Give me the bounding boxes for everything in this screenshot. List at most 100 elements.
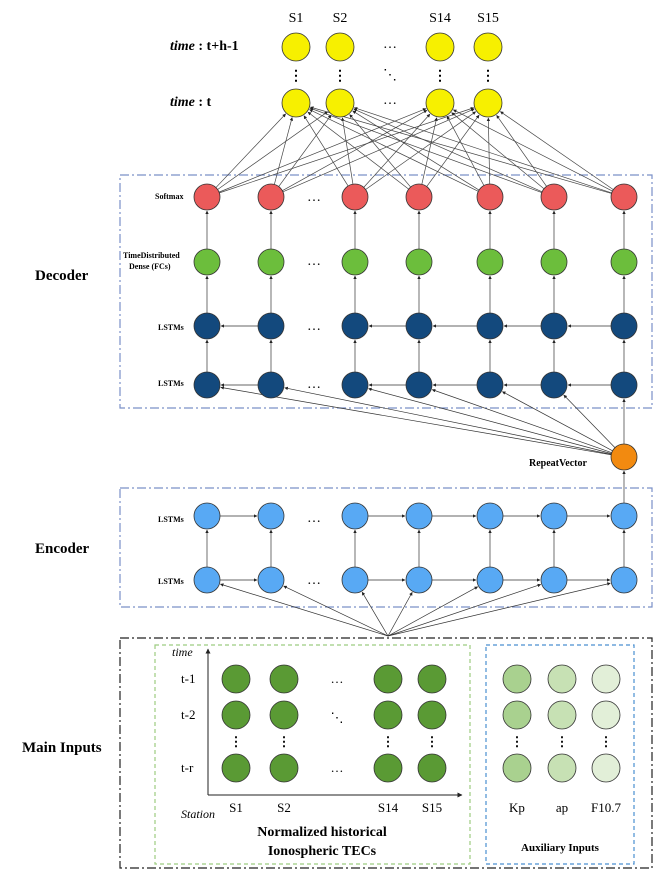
repeat-vector-label: RepeatVector	[529, 458, 588, 469]
decoder-label: Decoder	[35, 268, 89, 284]
aux-label-f107: F10.7	[591, 800, 621, 815]
decoder-box	[119, 174, 653, 409]
encoder-lstm-bottom-node-0	[193, 566, 221, 594]
input-station-s2: S2	[277, 800, 291, 815]
encoder-box	[119, 487, 653, 608]
time-word: time	[170, 39, 195, 54]
decoder-lstm-bottom-node-5	[540, 371, 568, 399]
output-node-t-3	[473, 88, 503, 118]
time-word: time	[170, 95, 195, 110]
decoder-lstm-top-node-5	[540, 312, 568, 340]
aux-input-node-0-1	[547, 664, 577, 694]
repeat-vector-edge	[502, 391, 613, 452]
decoder-ellipsis-dense: …	[307, 254, 321, 269]
time-bottom-suffix: : t	[195, 95, 212, 110]
dense-node-2	[341, 248, 369, 276]
input-vdots-s15: ⋮	[426, 734, 439, 749]
tec-input-node-0-1	[269, 664, 299, 694]
aux-input-node-2-1	[547, 753, 577, 783]
softmax-node-1	[257, 183, 285, 211]
softmax-node-4	[476, 183, 504, 211]
tec-input-node-2-1	[269, 753, 299, 783]
tec-input-node-0-2	[373, 664, 403, 694]
encoder-label: Encoder	[35, 541, 90, 557]
output-station-s14: S14	[429, 11, 451, 26]
softmax-to-output-edge	[282, 108, 475, 193]
tec-input-node-1-2	[373, 700, 403, 730]
softmax-to-output-edge	[453, 109, 613, 192]
input-fanin-edge	[387, 583, 542, 637]
softmax-label: Softmax	[155, 192, 183, 201]
input-vdots-s2: ⋮	[278, 734, 291, 749]
decoder-lstm-bottom-node-6	[610, 371, 638, 399]
aux-input-node-1-0	[502, 700, 532, 730]
decoder-lstm-top-node-0	[193, 312, 221, 340]
station-axis-label: Station	[181, 807, 215, 821]
dense-label-line2: Dense (FCs)	[129, 262, 171, 271]
output-vdots-s1: ⋮	[289, 69, 303, 84]
output-station-s1: S1	[289, 11, 304, 26]
aux-input-node-0-2	[591, 664, 621, 694]
output-ellipsis-diagonal: ⋱	[383, 68, 397, 83]
encoder-lstm-bottom-node-1	[257, 566, 285, 594]
decoder-ellipsis-softmax: …	[307, 190, 321, 205]
aux-input-node-0-0	[502, 664, 532, 694]
encoder-ellipsis-top: …	[307, 511, 321, 526]
input-ellipsis-diagonal: ⋱	[331, 710, 344, 725]
input-station-s15: S15	[422, 800, 442, 815]
dense-node-6	[610, 248, 638, 276]
output-time-bottom-label: time : t	[170, 95, 212, 110]
decoder-ellipsis-lstm-bottom: …	[307, 377, 321, 392]
output-node-t-h-0	[281, 32, 311, 62]
decoder-lstm-top-node-3	[405, 312, 433, 340]
tec-input-node-2-3	[417, 753, 447, 783]
softmax-to-output-edge	[303, 115, 349, 187]
input-vdots-s14: ⋮	[382, 734, 395, 749]
time-axis-label: time	[172, 645, 193, 659]
softmax-to-output-edge	[446, 115, 485, 186]
softmax-to-output-edge	[278, 114, 332, 187]
encoder-lstm-top-node-6	[610, 502, 638, 530]
encoder-lstm-top-label: LSTMs	[158, 515, 184, 524]
tec-input-node-1-3	[417, 700, 447, 730]
encoder-ellipsis-bottom: …	[307, 573, 321, 588]
softmax-to-output-edge	[310, 106, 612, 194]
decoder-lstm-top-node-6	[610, 312, 638, 340]
softmax-node-5	[540, 183, 568, 211]
output-station-s2: S2	[333, 11, 348, 26]
main-inputs-label: Main Inputs	[22, 740, 102, 756]
dense-node-1	[257, 248, 285, 276]
encoder-lstm-top-node-3	[405, 502, 433, 530]
input-fanin-edge	[220, 583, 389, 637]
softmax-to-output-edge	[352, 110, 480, 191]
aux-label-ap: ap	[556, 800, 568, 815]
encoder-lstm-bottom-node-6	[610, 566, 638, 594]
softmax-to-output-edge	[500, 111, 614, 190]
row-label-t-r: t-r	[181, 760, 194, 775]
decoder-lstm-bottom-node-3	[405, 371, 433, 399]
encoder-lstm-bottom-label: LSTMs	[158, 577, 184, 586]
auxiliary-caption: Auxiliary Inputs	[521, 842, 600, 854]
repeat-vector-edge	[563, 394, 616, 448]
output-node-t-h-2	[425, 32, 455, 62]
repeat-vector-edge	[431, 389, 612, 454]
tec-input-node-0-0	[221, 664, 251, 694]
input-fanin-edge	[387, 586, 479, 637]
output-ellipsis-top: …	[383, 37, 397, 52]
dense-node-5	[540, 248, 568, 276]
encoder-lstm-top-node-4	[476, 502, 504, 530]
row-label-t-1: t-1	[181, 671, 195, 686]
repeat-vector-edge	[368, 387, 612, 454]
decoder-ellipsis-lstm-top: …	[307, 319, 321, 334]
encoder-lstm-top-node-2	[341, 502, 369, 530]
aux-vdots-f107: ⋮	[600, 734, 613, 749]
softmax-to-output-edge	[274, 117, 294, 185]
repeat-vector-edge	[220, 386, 612, 456]
aux-input-node-2-0	[502, 753, 532, 783]
encoder-lstm-top-node-0	[193, 502, 221, 530]
tec-input-node-2-2	[373, 753, 403, 783]
encoder-lstm-bottom-node-3	[405, 566, 433, 594]
decoder-lstm-top-node-2	[341, 312, 369, 340]
encoder-lstm-top-node-1	[257, 502, 285, 530]
